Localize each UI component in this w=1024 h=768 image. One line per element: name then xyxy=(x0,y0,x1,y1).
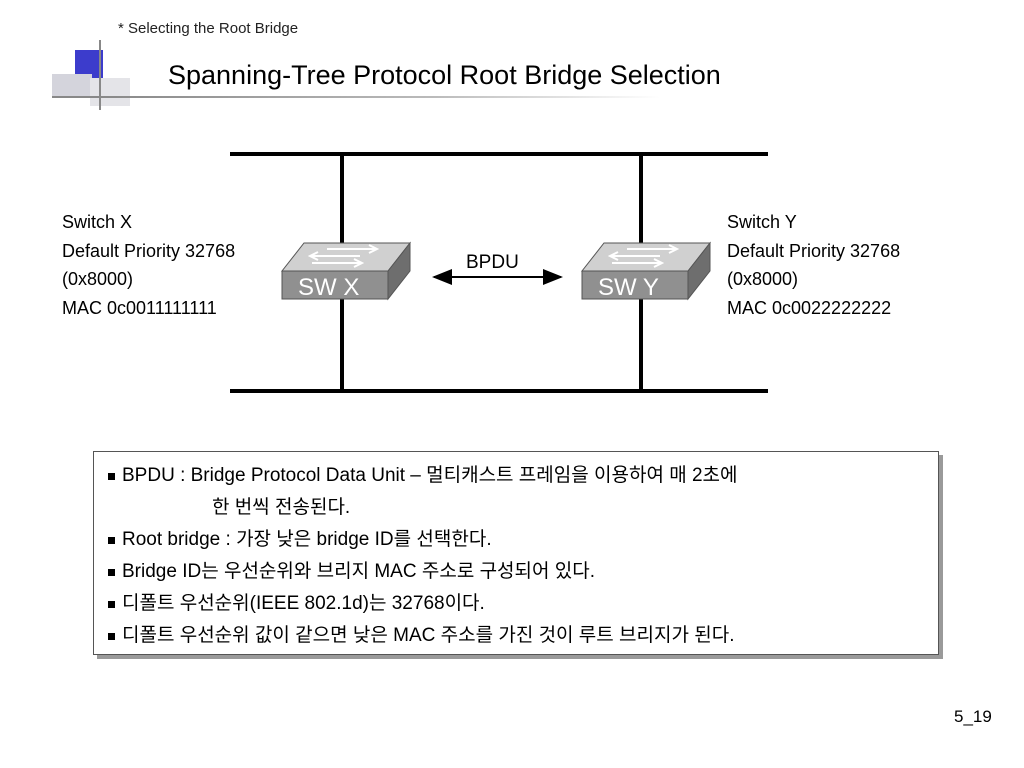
switch-y-mac: MAC 0c0022222222 xyxy=(727,297,892,318)
slide-subtitle: * Selecting the Root Bridge xyxy=(118,20,299,37)
switch-y-icon-label: SW Y xyxy=(598,274,659,301)
slide-title: Spanning-Tree Protocol Root Bridge Selec… xyxy=(168,60,721,90)
note-item: BPDU : Bridge Protocol Data Unit – 멀티캐스트… xyxy=(108,460,938,492)
switch-x-priority-hex: (0x8000) xyxy=(62,269,134,289)
switch-y-info: Switch Y Default Priority 32768 (0x8000)… xyxy=(727,208,900,322)
switch-y-name: Switch Y xyxy=(727,212,797,232)
note-item: 디폴트 우선순위(IEEE 802.1d)는 32768이다. xyxy=(108,588,938,620)
switch-y-icon: SW Y xyxy=(580,241,712,301)
switch-y-priority: Default Priority 32768 xyxy=(727,240,901,261)
switch-x-priority: Default Priority 32768 xyxy=(62,240,236,261)
note-item: Root bridge : 가장 낮은 bridge ID를 선택한다. xyxy=(108,524,938,556)
switch-x-mac: MAC 0c0011111111 xyxy=(62,297,217,318)
note-item: Bridge ID는 우선순위와 브리지 MAC 주소로 구성되어 있다. xyxy=(108,556,938,588)
switch-x-icon: SW X xyxy=(280,241,412,301)
switch-y-priority-hex: (0x8000) xyxy=(727,269,799,289)
network-diagram: SW X SW Y xyxy=(230,152,768,393)
switch-x-info: Switch X Default Priority 32768 (0x8000)… xyxy=(62,208,235,322)
switch-x-icon-label: SW X xyxy=(298,274,359,301)
notes-box: BPDU : Bridge Protocol Data Unit – 멀티캐스트… xyxy=(93,451,939,655)
bpdu-label: BPDU xyxy=(466,252,519,273)
page-number: 5_19 xyxy=(954,707,992,726)
title-underline xyxy=(100,96,660,98)
note-item-continuation: 한 번씩 전송된다. xyxy=(212,497,351,518)
switch-x-name: Switch X xyxy=(62,212,133,232)
note-item: 디폴트 우선순위 값이 같으면 낮은 MAC 주소를 가진 것이 루트 브리지가… xyxy=(108,620,938,652)
notes-list: BPDU : Bridge Protocol Data Unit – 멀티캐스트… xyxy=(94,452,938,652)
